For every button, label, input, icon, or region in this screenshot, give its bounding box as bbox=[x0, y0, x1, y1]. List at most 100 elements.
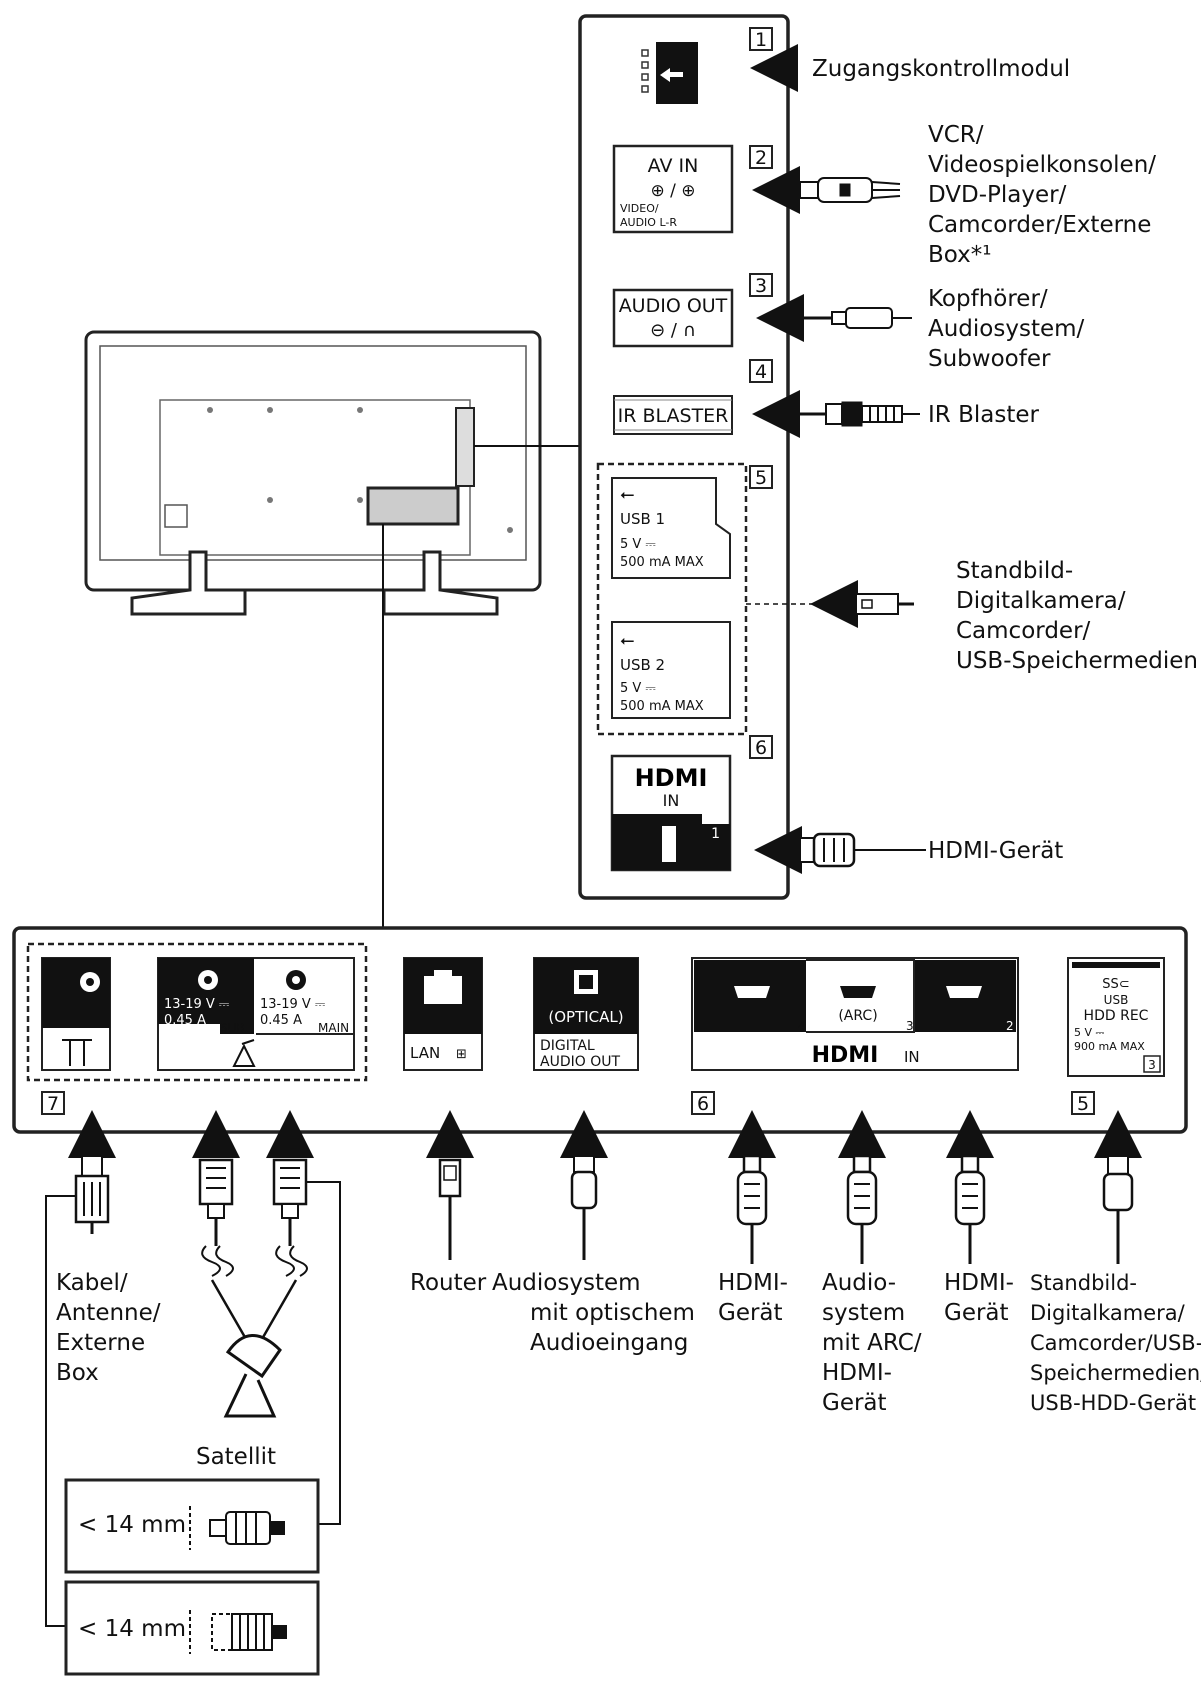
side-number-4: 4 bbox=[755, 361, 767, 383]
label-cable-line-1: Antenne/ bbox=[56, 1300, 161, 1326]
label-hdmi-b-line-1: Gerät bbox=[944, 1300, 1009, 1326]
sat-main-amp: 0.45 A bbox=[260, 1013, 302, 1028]
sat-main-tag: MAIN bbox=[318, 1021, 349, 1035]
arc-label: (ARC) bbox=[838, 1008, 877, 1024]
side-label-2-line-2: DVD-Player/ bbox=[928, 182, 1067, 208]
side-number-box-5 bbox=[749, 465, 773, 489]
network-icon: ⊞ bbox=[456, 1047, 467, 1062]
label-usb-line-1: Digitalkamera/ bbox=[1030, 1301, 1186, 1325]
hdmi-in-1-port[interactable]: HDMI IN 1 bbox=[610, 754, 732, 872]
av-in-port[interactable]: AV IN ⊕ / ⊕ VIDEO/ AUDIO L-R bbox=[612, 144, 734, 234]
optical-label: (OPTICAL) bbox=[548, 1008, 623, 1026]
side-connector-panel: AV IN ⊕ / ⊕ VIDEO/ AUDIO L-R AUDIO OUT ⊖… bbox=[578, 14, 790, 900]
side-label-3-line-0: Kopfhörer/ bbox=[928, 286, 1048, 312]
hdmi-2-num: 2 bbox=[1006, 1019, 1014, 1033]
audio-out-title: AUDIO OUT bbox=[619, 295, 728, 317]
usb-port-group: ⭠ USB 1 5 V ⎓ 500 mA MAX ⭠ USB 2 5 V ⎓ 5… bbox=[596, 462, 748, 736]
num-5-bottom: 5 bbox=[1077, 1093, 1089, 1115]
side-label-5-line-2: Camcorder/ bbox=[956, 618, 1091, 644]
usb-2-amp: 500 mA MAX bbox=[620, 699, 704, 714]
label-usb-line-0: Standbild- bbox=[1030, 1271, 1137, 1295]
usb3-hdd-rec: HDD REC bbox=[1084, 1008, 1149, 1024]
cam-slot[interactable] bbox=[641, 42, 698, 104]
label-hdmi-b-line-0: HDMI- bbox=[944, 1270, 1014, 1296]
usb3-num: 3 bbox=[1148, 1058, 1156, 1072]
usb-2-label: USB 2 bbox=[620, 656, 665, 674]
usb3-volt: 5 V ⎓ bbox=[1074, 1026, 1105, 1039]
side-number-6: 6 bbox=[755, 737, 767, 759]
side-number-2: 2 bbox=[755, 147, 767, 169]
label-arc-line-4: Gerät bbox=[822, 1390, 887, 1416]
usb-2-volt: 5 V ⎓ bbox=[620, 681, 656, 696]
av-in-sub1: VIDEO/ bbox=[620, 202, 659, 215]
hdmi-4-num: 4 bbox=[798, 1019, 806, 1033]
hdmi-in-label: IN bbox=[663, 791, 680, 810]
rf-antenna-port[interactable] bbox=[41, 957, 111, 1071]
usb-2-icon: ⭠ bbox=[620, 630, 634, 651]
side-label-3-line-1: Audiosystem/ bbox=[928, 316, 1085, 342]
sat-sub-amp: 0.45 A bbox=[164, 1013, 206, 1028]
ir-blaster-port[interactable]: IR BLASTER bbox=[613, 395, 733, 435]
hdmi-in-text: IN bbox=[904, 1048, 920, 1066]
side-label-5-line-3: USB-Speichermedien bbox=[956, 648, 1198, 674]
side-number-box-4 bbox=[749, 359, 773, 383]
usb-port-2[interactable]: ⭠ USB 2 5 V ⎓ 500 mA MAX bbox=[611, 621, 731, 719]
usb3-amp: 900 mA MAX bbox=[1074, 1040, 1145, 1053]
label-router: Router bbox=[410, 1270, 487, 1296]
label-usb-line-4: USB-HDD-Gerät bbox=[1030, 1391, 1196, 1415]
audio-out-label: AUDIO OUT bbox=[540, 1054, 620, 1070]
side-label-3-line-2: Subwoofer bbox=[928, 346, 1051, 372]
side-label-2-line-3: Camcorder/Externe bbox=[928, 212, 1151, 238]
label-arc-line-0: Audio- bbox=[822, 1270, 896, 1296]
tv-rear-view bbox=[84, 330, 542, 616]
optical-port[interactable]: (OPTICAL) DIGITAL AUDIO OUT bbox=[533, 957, 639, 1071]
side-label-2-line-4: Box*¹ bbox=[928, 242, 991, 268]
bottom-number-boxes: 7 6 5 bbox=[41, 1091, 1095, 1115]
num-7: 7 bbox=[47, 1093, 59, 1115]
hdmi-port-number: 1 bbox=[711, 826, 720, 842]
connector-size-notes: < 14 mm < 14 mm bbox=[64, 1478, 320, 1676]
superspeed-icon: SS⊂ bbox=[1102, 977, 1129, 992]
side-label-6-line-0: HDMI-Gerät bbox=[928, 838, 1063, 864]
usb-port-1[interactable]: ⭠ USB 1 5 V ⎓ 500 mA MAX bbox=[611, 477, 731, 579]
side-number-5: 5 bbox=[755, 467, 767, 489]
av-in-sub2: AUDIO L-R bbox=[620, 216, 677, 229]
side-labels: ZugangskontrollmodulVCR/Videospielkonsol… bbox=[812, 56, 1198, 864]
size-note-2: < 14 mm bbox=[78, 1616, 186, 1642]
label-cable-line-0: Kabel/ bbox=[56, 1270, 128, 1296]
label-usb-line-3: Speichermedien/ bbox=[1030, 1361, 1201, 1385]
side-number-1: 1 bbox=[755, 29, 767, 51]
lan-port[interactable]: LAN ⊞ bbox=[403, 957, 483, 1071]
usb-1-icon: ⭠ bbox=[620, 484, 634, 505]
satellite-ports[interactable]: 13-19 V ⎓ 0.45 A SUB. 13-19 V ⎓ 0.45 A M… bbox=[157, 957, 355, 1071]
hdmi-logo: HDMI bbox=[635, 764, 708, 792]
hdmi-in-ports[interactable]: (ARC) 4 3 2 HDMI IN bbox=[691, 957, 1019, 1071]
label-usb-line-2: Camcorder/USB- bbox=[1030, 1331, 1201, 1355]
sat-sub-tag: SUB. bbox=[220, 1021, 248, 1035]
side-cables bbox=[746, 44, 926, 874]
label-cable-line-3: Box bbox=[56, 1360, 99, 1386]
num-6-bottom: 6 bbox=[697, 1093, 709, 1115]
usb-3-port[interactable]: SS⊂ USB HDD REC 5 V ⎓ 900 mA MAX 3 bbox=[1067, 957, 1165, 1077]
side-number-boxes: 1 2 3 4 5 6 bbox=[749, 27, 773, 759]
label-arc-line-3: HDMI- bbox=[822, 1360, 892, 1386]
bottom-cables bbox=[45, 1110, 1142, 1627]
audio-out-symbol: ⊖ / ∩ bbox=[650, 320, 696, 341]
usb-1-label: USB 1 bbox=[620, 510, 665, 528]
usb-1-amp: 500 mA MAX bbox=[620, 555, 704, 570]
label-arc-line-2: mit ARC/ bbox=[822, 1330, 922, 1356]
av-in-symbol: ⊕ / ⊕ bbox=[650, 181, 695, 201]
label-satellit: Satellit bbox=[196, 1444, 276, 1470]
lan-label: LAN bbox=[410, 1044, 440, 1062]
sat-sub-voltage: 13-19 V ⎓ bbox=[164, 997, 229, 1012]
side-label-5-line-0: Standbild- bbox=[956, 558, 1073, 584]
side-label-1-line-0: Zugangskontrollmodul bbox=[812, 56, 1070, 82]
hdmi-logo-bottom: HDMI bbox=[812, 1043, 879, 1068]
side-number-3: 3 bbox=[755, 275, 767, 297]
audio-out-port[interactable]: AUDIO OUT ⊖ / ∩ bbox=[612, 288, 734, 348]
hdmi-3-num: 3 bbox=[906, 1019, 914, 1033]
label-cable-line-2: Externe bbox=[56, 1330, 145, 1356]
side-label-4-line-0: IR Blaster bbox=[928, 402, 1039, 428]
